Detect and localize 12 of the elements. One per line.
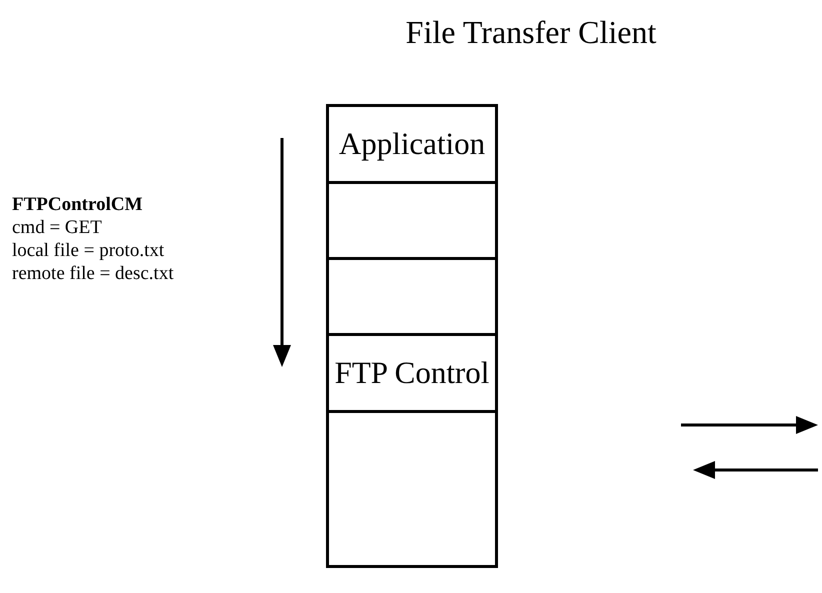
layer-label: Application xyxy=(338,126,486,162)
stack-layer xyxy=(326,257,498,336)
layer-label: FTP Control xyxy=(334,355,490,391)
stack-layer xyxy=(326,410,498,568)
stack-layer xyxy=(326,181,498,260)
diagram-title: File Transfer Client xyxy=(404,14,658,51)
message-field: remote file = desc.txt xyxy=(12,263,174,285)
message-field: local file = proto.txt xyxy=(12,240,164,262)
message-name: FTPControlCM xyxy=(12,194,143,216)
message-field: cmd = GET xyxy=(12,217,102,239)
stack-layer xyxy=(326,333,498,413)
stack-layer xyxy=(326,104,498,184)
